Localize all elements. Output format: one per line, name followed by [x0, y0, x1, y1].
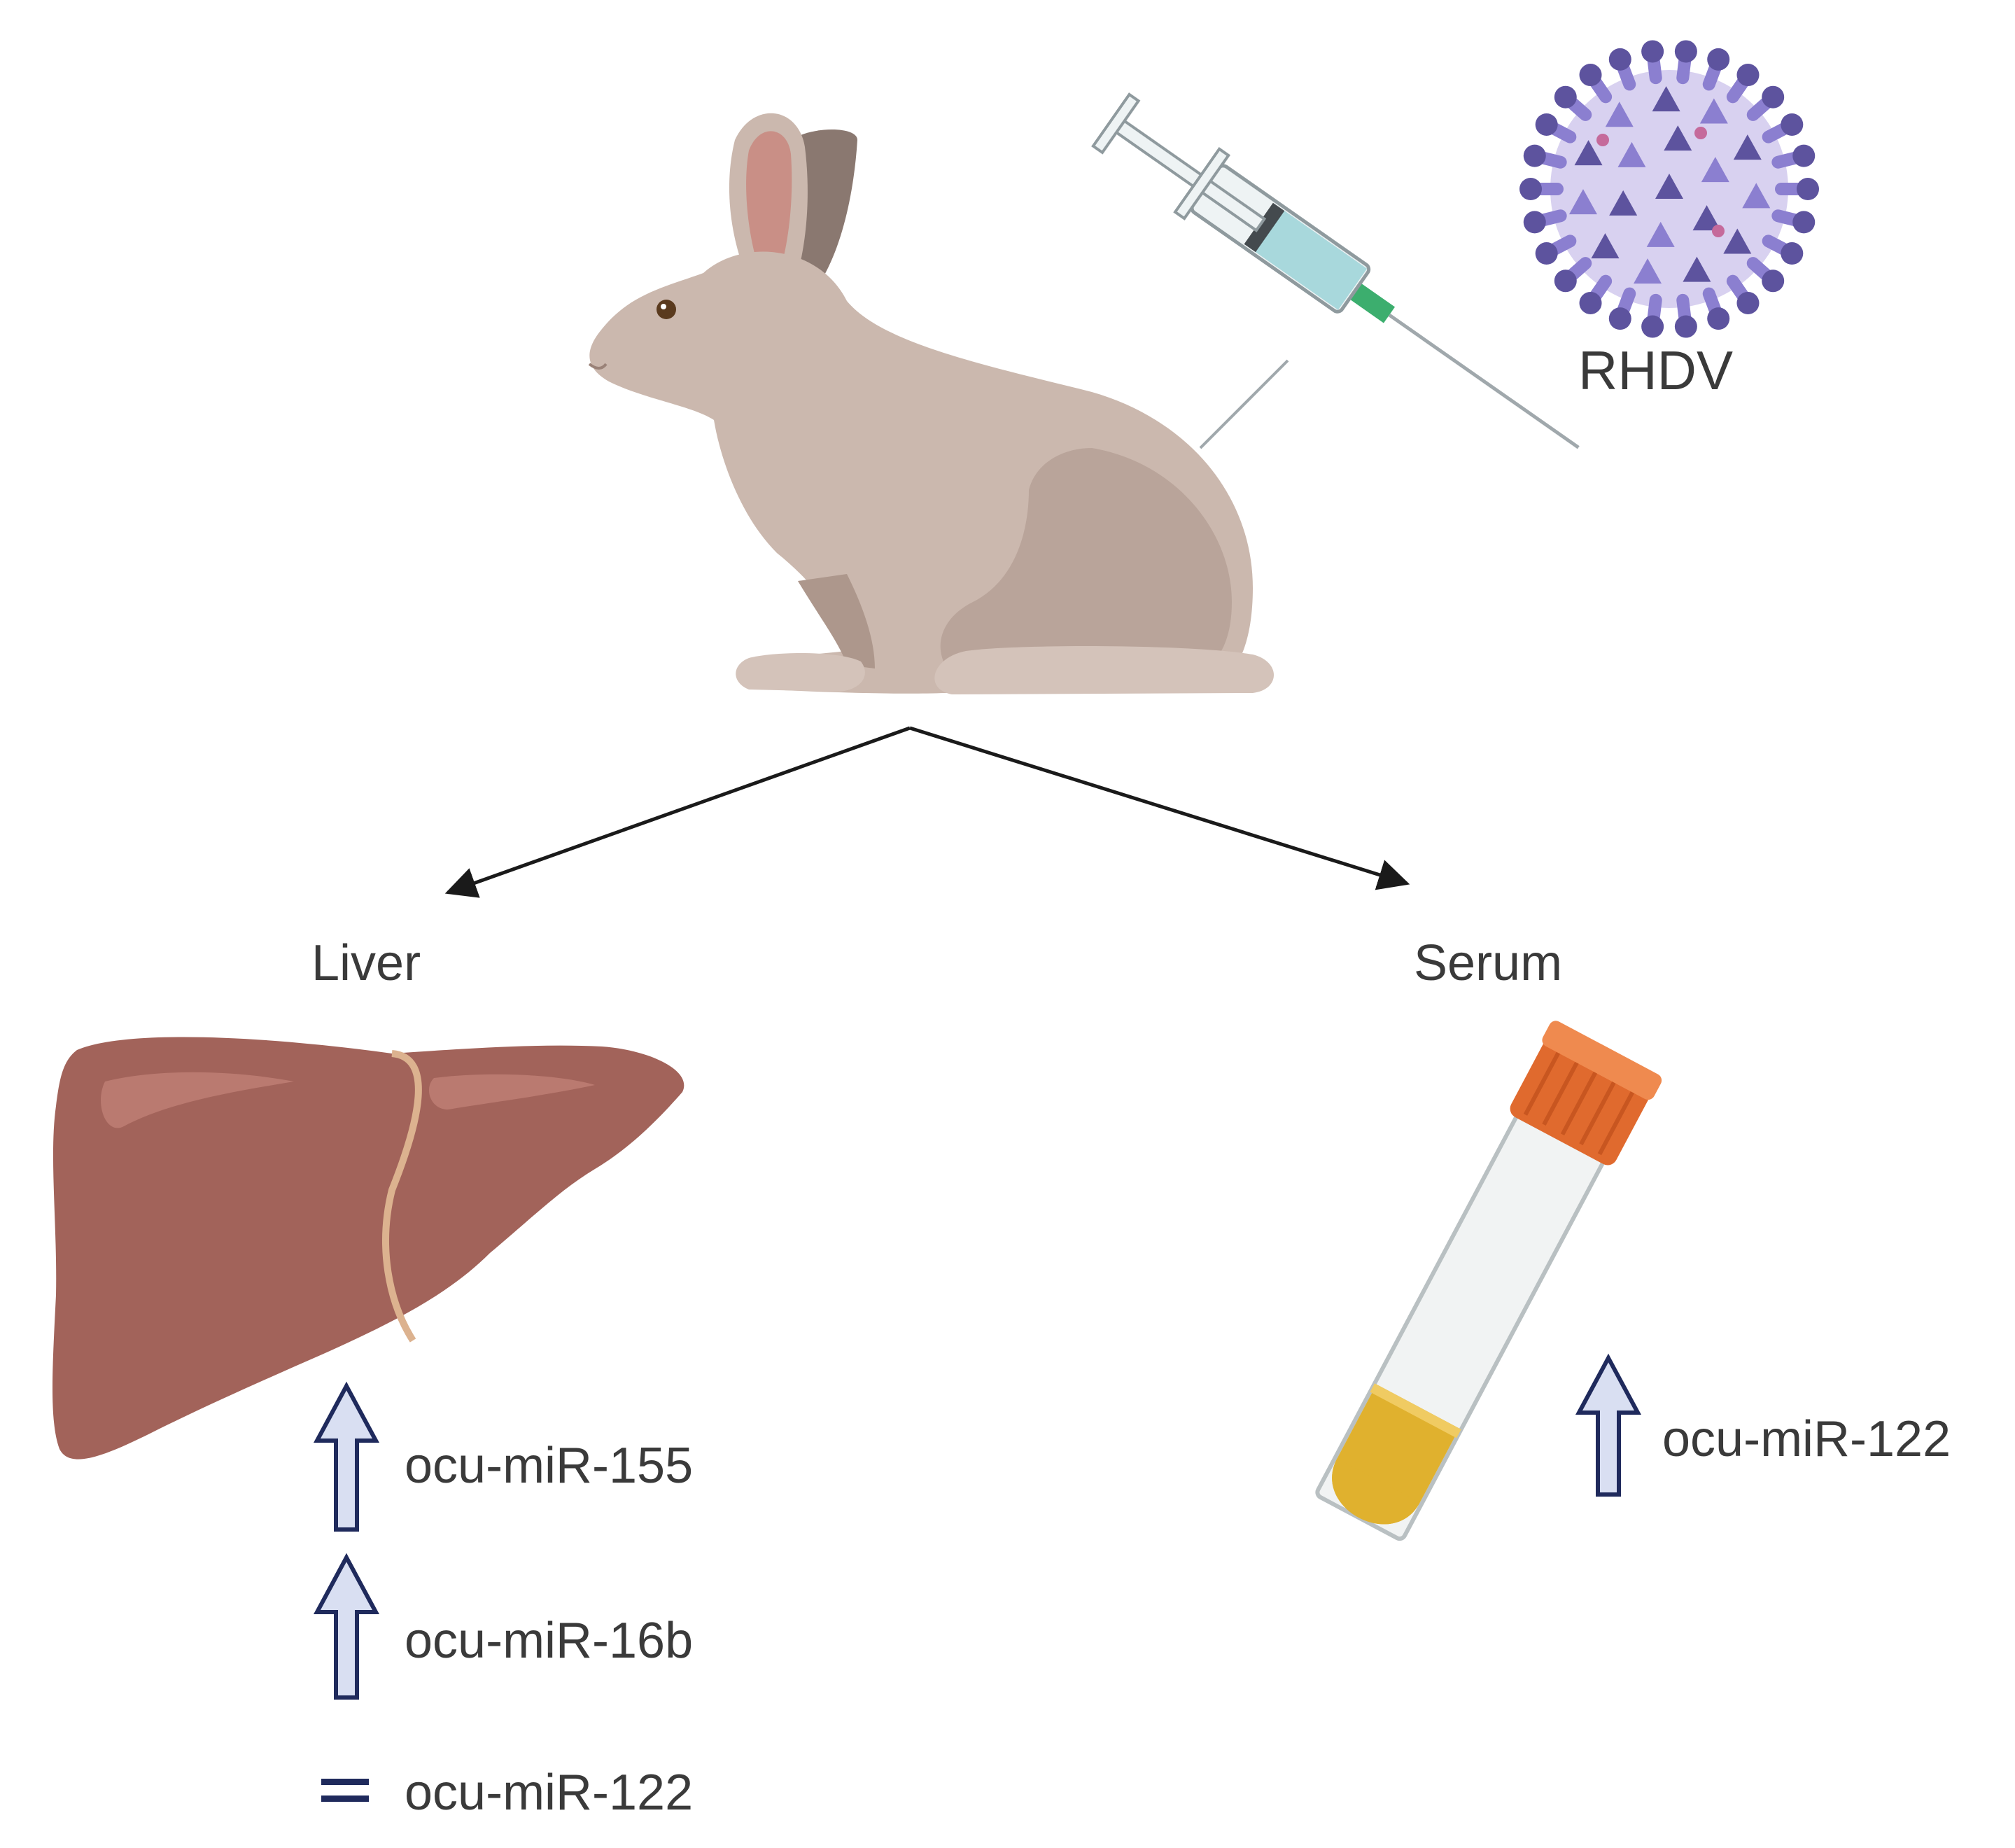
virus-label: RHDV [1578, 340, 1734, 401]
virus-spike-knob [1519, 178, 1542, 200]
up-arrow-icon [313, 1553, 380, 1700]
virus-spike-knob [1762, 85, 1785, 108]
virus-spike-knob [1523, 211, 1546, 234]
serum-mirna-1-label: ocu-miR-122 [1662, 1411, 1951, 1467]
virus-capsomere [1723, 228, 1752, 254]
virus-capsomere [1683, 256, 1711, 282]
virus-capsomere [1574, 140, 1603, 166]
virus-spike-knob [1608, 48, 1631, 71]
equals-icon [321, 1779, 369, 1802]
virus-spike-knob [1523, 144, 1546, 167]
liver-illustration [52, 1037, 684, 1460]
virus-spike-knob [1781, 113, 1804, 136]
virus-spike-knob [1674, 40, 1697, 63]
rabbit-illustration [588, 113, 1274, 694]
arrow-to-liver [444, 726, 911, 898]
virus-spike-knob [1792, 144, 1816, 167]
virus-spike-knob [1707, 307, 1730, 330]
virus-spike-knob [1792, 211, 1816, 234]
virus-capsomere [1609, 190, 1638, 216]
virus-dot [1596, 134, 1609, 146]
liver-mirna-1-label: ocu-miR-155 [405, 1438, 694, 1494]
virus-spike-knob [1797, 178, 1819, 200]
arrow-to-serum [909, 726, 1410, 890]
virus-spike-knob [1781, 242, 1804, 265]
virus-capsomere [1568, 189, 1597, 215]
virus-capsomere [1605, 102, 1634, 127]
virus-capsomere [1733, 134, 1762, 160]
branch-arrows [444, 726, 1410, 898]
liver-mirna-2-label: ocu-miR-16b [405, 1613, 694, 1669]
up-arrow-icon [313, 1381, 380, 1532]
serum-tube-illustration [1315, 1021, 1662, 1541]
virus-capsomere [1655, 174, 1683, 199]
virus-spike-knob [1579, 64, 1602, 87]
virus-spike-knob [1641, 315, 1664, 338]
virus-capsomere [1699, 98, 1728, 124]
virus-spike-knob [1554, 270, 1577, 293]
virus-spike-knob [1674, 315, 1697, 338]
virus-spike-knob [1736, 64, 1760, 87]
virus-spike-knob [1535, 113, 1558, 136]
virus-capsomere [1692, 205, 1721, 231]
virus-dot [1694, 127, 1707, 139]
virus-capsomere [1634, 258, 1662, 284]
virus-illustration [1519, 40, 1819, 338]
expression-indicators [313, 1353, 1642, 1802]
virus-spike-knob [1554, 85, 1577, 108]
syringe-needle [1199, 359, 1289, 449]
virus-spike-knob [1608, 307, 1631, 330]
virus-spike-knob [1762, 270, 1785, 293]
virus-capsomere [1742, 183, 1771, 209]
virus-spike-knob [1579, 291, 1602, 314]
virus-capsomere [1652, 86, 1680, 112]
virus-spike-knob [1736, 291, 1760, 314]
virus-spike-knob [1641, 40, 1664, 63]
virus-capsomere [1664, 125, 1692, 151]
virus-capsomere [1701, 157, 1729, 183]
virus-dot [1712, 225, 1725, 237]
virus-capsomere [1617, 141, 1646, 167]
virus-spike-knob [1707, 48, 1730, 71]
gallbladder-ligament [382, 1050, 422, 1343]
serum-label: Serum [1414, 935, 1563, 991]
virus-spike-knob [1535, 242, 1558, 265]
virus-capsomere [1646, 221, 1675, 247]
virus-capsomere [1591, 233, 1620, 259]
liver-mirna-3-label: ocu-miR-122 [405, 1765, 694, 1821]
up-arrow-icon [1575, 1353, 1642, 1497]
liver-label: Liver [311, 935, 421, 991]
syringe-illustration [1091, 92, 1580, 449]
